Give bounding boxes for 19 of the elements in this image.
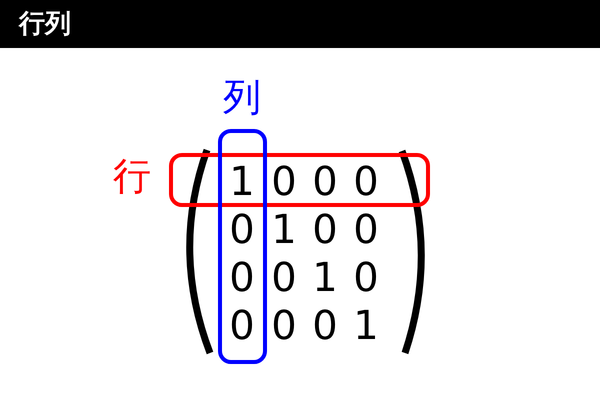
matrix-entry: 0 [228,210,256,250]
matrix-entry: 1 [228,162,256,202]
matrix-entry: 1 [311,258,339,298]
matrix-entry: 0 [270,162,298,202]
matrix-entry: 0 [311,162,339,202]
title-bar: 行列 [0,0,600,48]
matrix-entry: 0 [311,306,339,346]
column-label: 列 [223,78,261,116]
row-label: 行 [113,157,151,195]
matrix-entry: 0 [352,210,380,250]
matrix-entry: 0 [270,306,298,346]
matrix-entry: 0 [228,258,256,298]
matrix-entry: 0 [352,162,380,202]
matrix-entry: 1 [270,210,298,250]
matrix-entry: 1 [352,306,380,346]
matrix-entry: 0 [311,210,339,250]
matrix-entry: 0 [228,306,256,346]
matrix-entry: 0 [270,258,298,298]
matrix-entry: 0 [352,258,380,298]
